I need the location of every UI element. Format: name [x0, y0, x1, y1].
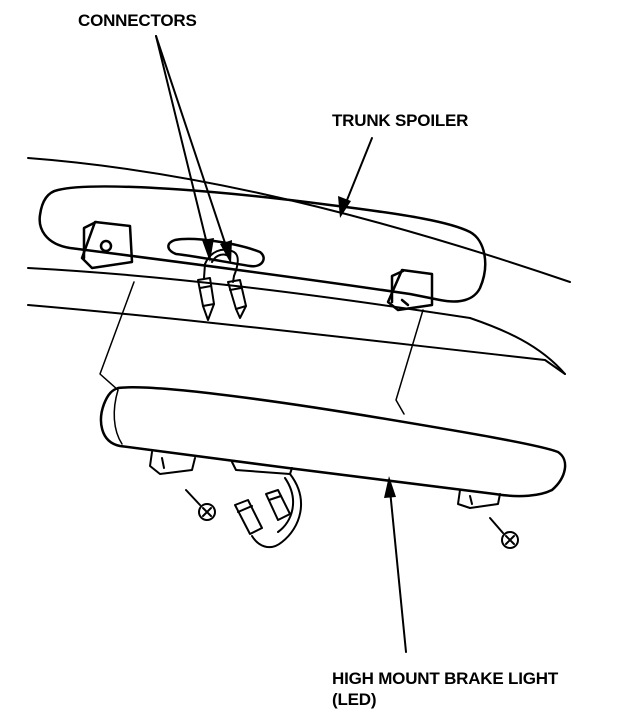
brake-light-wiring — [234, 473, 303, 549]
brake-light-tabs — [149, 451, 501, 509]
connectors-label: CONNECTORS — [78, 11, 197, 30]
brake-light-housing — [99, 386, 567, 498]
brake-light-label: HIGH MOUNT BRAKE LIGHT (LED) — [332, 668, 558, 711]
brake-light-label-line1: HIGH MOUNT BRAKE LIGHT — [332, 669, 559, 688]
brake-light-label-line2: (LED) — [332, 690, 377, 710]
leader-lines — [155, 35, 407, 653]
arrowheads — [202, 196, 396, 498]
trunk-spoiler — [38, 185, 487, 312]
mounting-screw-left — [185, 489, 216, 521]
trunk-lid-outline — [27, 157, 571, 375]
trunk-spoiler-label: TRUNK SPOILER — [332, 111, 469, 130]
spoiler-connectors — [197, 248, 247, 321]
mounting-screw-right — [489, 517, 519, 549]
alignment-guides — [99, 281, 424, 415]
